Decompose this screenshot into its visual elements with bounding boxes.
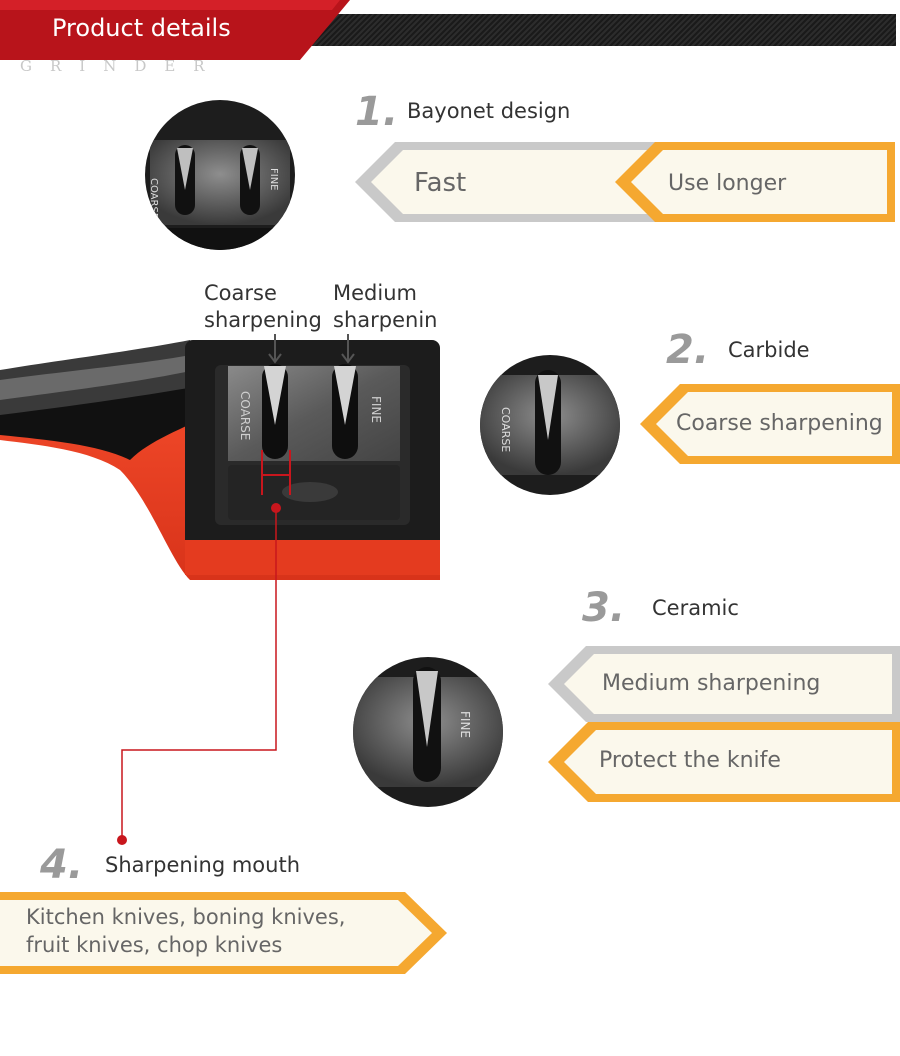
page-subtitle: GRINDER bbox=[20, 57, 223, 75]
feature-3-box-protect: Protect the knife bbox=[599, 748, 781, 773]
feature-1-callouts bbox=[355, 142, 895, 222]
feature-2-callout bbox=[640, 384, 900, 464]
closeup-fine-image: FINE bbox=[353, 657, 503, 807]
feature-4-title: Sharpening mouth bbox=[105, 853, 301, 877]
feature-3-title: Ceramic bbox=[652, 596, 739, 620]
feature-1-box-fast: Fast bbox=[414, 168, 467, 198]
feature-2-number: 2. bbox=[666, 327, 710, 373]
feature-4-callout bbox=[0, 892, 447, 974]
feature-1-title: Bayonet design bbox=[407, 99, 571, 123]
label-sharpening: sharpening bbox=[204, 308, 322, 332]
feature-2-box: Coarse sharpening bbox=[676, 411, 883, 436]
label-coarse: Coarse bbox=[204, 281, 277, 305]
sharpener-product-image: COARSE FINE bbox=[0, 340, 440, 580]
svg-text:FINE: FINE bbox=[268, 168, 279, 191]
arrow-down-icon bbox=[268, 334, 282, 364]
header-tab bbox=[0, 0, 350, 60]
feature-2-title: Carbide bbox=[728, 338, 810, 362]
page-title: Product details bbox=[52, 14, 231, 42]
feature-4-box-line-2: fruit knives, chop knives bbox=[26, 933, 283, 957]
svg-text:COARSE: COARSE bbox=[499, 407, 512, 452]
feature-1-box-use-longer: Use longer bbox=[668, 171, 787, 196]
feature-4-box-line-1: Kitchen knives, boning knives, bbox=[26, 905, 346, 929]
feature-3-callout-gray bbox=[548, 646, 900, 722]
feature-3-box-medium: Medium sharpening bbox=[602, 671, 821, 696]
svg-text:COARSE: COARSE bbox=[148, 178, 159, 219]
engraving-coarse: COARSE bbox=[238, 391, 252, 440]
feature-4-number: 4. bbox=[40, 842, 84, 888]
engraving-fine: FINE bbox=[369, 396, 383, 423]
svg-text:FINE: FINE bbox=[458, 711, 472, 738]
feature-3-number: 3. bbox=[582, 585, 626, 631]
label-medium: Medium bbox=[333, 281, 417, 305]
closeup-coarse-image: COARSE bbox=[480, 355, 620, 495]
leader-line bbox=[117, 505, 277, 845]
closeup-bayonet-image: COARSE FINE bbox=[145, 100, 295, 250]
feature-1-number: 1. bbox=[355, 89, 399, 135]
label-sharpenin: sharpenin bbox=[333, 308, 438, 332]
header-stripe bbox=[290, 14, 896, 46]
feature-3-callout-orange bbox=[548, 722, 900, 802]
arrow-down-icon bbox=[341, 334, 355, 364]
